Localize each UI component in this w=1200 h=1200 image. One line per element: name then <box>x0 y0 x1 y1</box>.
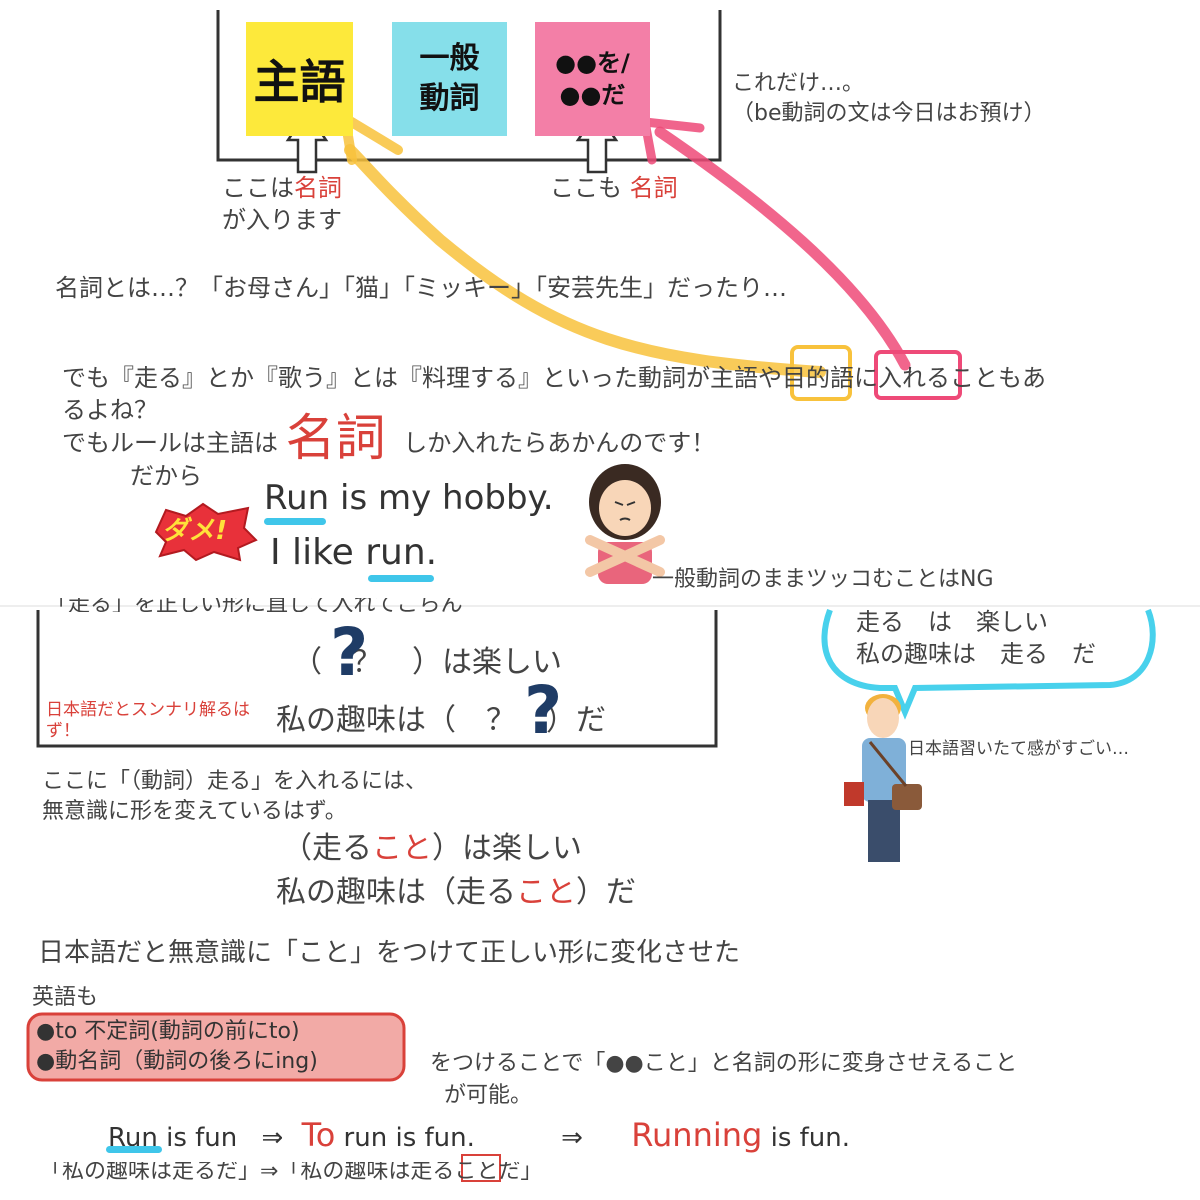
bubble-line-1: 走る は 楽しい <box>856 608 1048 636</box>
top-frame <box>216 10 722 162</box>
foreigner-caption: 日本語習いたて感がすごい… <box>908 739 1129 759</box>
summary: 日本語だと無意識に「こと」をつけて正しい形に変化させた <box>38 938 741 968</box>
box-top-cut: 「走る」を正しい形に直して入れてごらん <box>46 598 463 612</box>
noun-word: 名詞 <box>294 174 342 202</box>
yellow-arrow <box>344 144 826 378</box>
ng-note: 一般動詞のままツッコむことはNG <box>652 567 994 592</box>
arrow-icon: ⇒ <box>561 1123 583 1153</box>
girl-ng-icon <box>585 464 665 584</box>
question-icon-1: ? <box>330 614 369 691</box>
bubble-line-2: 私の趣味は 走る だ <box>856 640 1096 668</box>
side-text-1: をつけることで「●●こと」と名詞の形に変身させえること <box>430 1051 1018 1076</box>
explain-line-3: でもルールは主語は 名詞 しか入れたらあかんのです！ <box>62 409 716 467</box>
example-row: Run is fun ⇒ To run is fun. ⇒ Running is… <box>108 1116 851 1154</box>
dakara: だから <box>130 462 202 490</box>
underline-run-1 <box>264 518 326 525</box>
running-word: Running <box>631 1116 763 1154</box>
side-note-2: （be動詞の文は今日はお預け） <box>732 101 1046 126</box>
note-subject: 主語 <box>246 22 353 136</box>
bullet-gerund: ●動名詞（動詞の後ろにing) <box>36 1049 318 1074</box>
noun-definition: 名詞とは…？「お母さん」「猫」「ミッキー」「安芸先生」だったり… <box>55 274 787 302</box>
box-line-2: 私の趣味は（ ？ ）だ <box>276 703 606 738</box>
bottom-cut: 「私の趣味は走るだ」⇒「私の趣味は走ることだ」 <box>40 1162 543 1180</box>
big-noun: 名詞 <box>285 409 386 467</box>
example-1: Run is my hobby. <box>264 478 554 518</box>
underline-run-3 <box>106 1146 162 1153</box>
dame-text: ダメ! <box>162 516 229 546</box>
subject-highlight <box>790 345 852 401</box>
explain-line-2b: るよね？ <box>62 396 158 424</box>
noun-word: 名詞 <box>629 174 678 202</box>
mid-frame <box>36 610 718 748</box>
arrow-icon: ⇒ <box>261 1123 284 1153</box>
speech-bubble <box>821 608 1156 720</box>
bullet-box <box>26 1012 406 1082</box>
object-highlight <box>874 350 962 400</box>
to-word: To <box>301 1116 336 1154</box>
example-2: I like run. <box>270 532 438 573</box>
caption-right: ここも 名詞 <box>550 174 678 202</box>
question-icon-2: ? <box>524 672 563 749</box>
caption-left: ここは名詞 が入ります <box>222 174 342 234</box>
pink-arrow <box>654 126 911 371</box>
eigo-mo: 英語も <box>32 985 99 1010</box>
after-line-2: 無意識に形を変えているはず。 <box>42 799 347 824</box>
dame-badge-icon <box>154 502 258 562</box>
bullet-to-infinitive: ●to 不定詞(動詞の前にto) <box>36 1019 300 1044</box>
box-line-1: （ ？ ）は楽しい <box>292 645 562 680</box>
box-hint: 日本語だとスンナリ解るはず！ <box>46 700 250 741</box>
explain-line-2a: でも『走る』とか『歌う』とは『料理する』といった動詞が主語や目的語に入れることも… <box>62 364 1046 392</box>
after-line-1: ここに「（動詞）走る」を入れるには、 <box>42 769 428 794</box>
side-text-2: が可能。 <box>444 1083 533 1108</box>
answer-1: （走ること）は楽しい <box>282 831 582 866</box>
side-note-1: これだけ…。 <box>732 71 865 96</box>
answer-2: 私の趣味は（走ること）だ <box>276 875 636 910</box>
underline-run-2 <box>368 575 434 582</box>
note-object: ●●を/●●だ <box>535 22 650 136</box>
foreigner-student-icon <box>844 694 922 862</box>
note-verb: 一般動詞 <box>392 22 507 136</box>
